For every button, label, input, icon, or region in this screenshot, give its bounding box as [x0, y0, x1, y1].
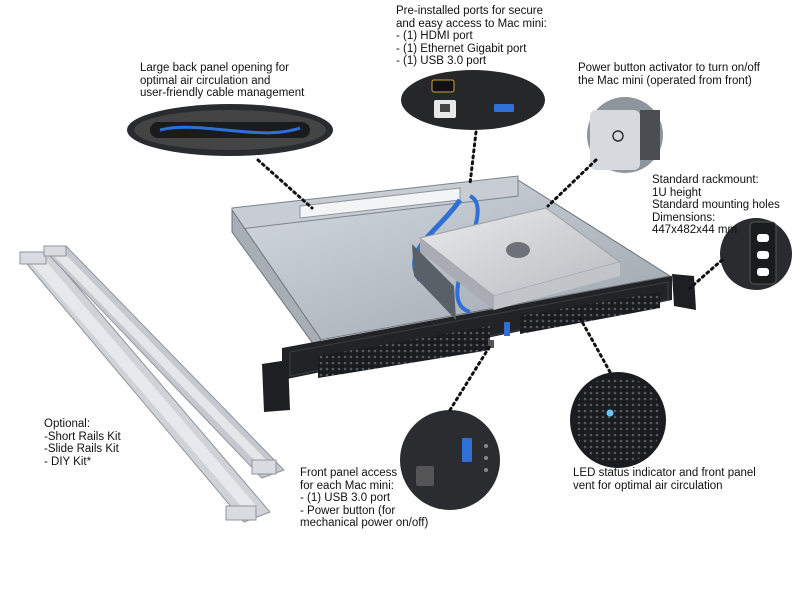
callout-line: LED status indicator and front panel [573, 467, 756, 479]
callout-line: - (1) USB 3.0 port [300, 492, 391, 504]
callout-line: and easy access to Mac mini: [396, 17, 547, 30]
callout-line: -Slide Rails Kit [44, 443, 119, 455]
back-panel-callout: Large back panel opening for optimal air… [140, 62, 304, 100]
callout-line: the Mac mini (operated from front) [578, 74, 752, 87]
callout-line: user-friendly cable management [140, 87, 305, 99]
callout-line: - (1) Ethernet Gigabit port [396, 42, 527, 55]
callout-line: Dimensions: [652, 211, 716, 224]
callout-line: - DIY Kit* [44, 455, 92, 468]
callout-line: - (1) USB 3.0 port [396, 55, 487, 67]
callout-line: Optional: [44, 418, 91, 430]
front-panel-callout: Front panel access for each Mac mini: - … [300, 467, 428, 530]
callout-line: optimal air circulation and [140, 74, 271, 87]
callout-line: Large back panel opening for [140, 62, 289, 74]
leader-lines [256, 130, 724, 412]
power-activator-callout: Power button activator to turn on/off th… [578, 62, 760, 87]
callout-line: for each Mac mini: [300, 479, 394, 492]
callout-line: Pre-installed ports for secure [396, 5, 544, 17]
led-callout: LED status indicator and front panel ven… [573, 467, 756, 492]
callout-line: mechanical power on/off) [300, 517, 429, 529]
callout-line: Standard rackmount: [652, 174, 759, 186]
callout-line: - (1) HDMI port [396, 30, 473, 42]
callout-line: Front panel access [300, 467, 398, 479]
power-activator-zoom [587, 97, 663, 173]
callout-line: vent for optimal air circulation [573, 479, 723, 492]
back-panel-zoom [127, 104, 333, 156]
ports-callout: Pre-installed ports for secure and easy … [396, 5, 547, 68]
callout-line: -Short Rails Kit [44, 430, 121, 443]
optional-callout: Optional: -Short Rails Kit -Slide Rails … [44, 418, 121, 468]
callout-line: - Power button (for [300, 504, 396, 517]
rack-chassis-illustration [231, 175, 696, 412]
callout-line: Power button activator to turn on/off [578, 62, 760, 74]
ports-zoom [401, 70, 545, 130]
callout-line: 447x482x44 mm [652, 224, 738, 236]
rackmount-callout: Standard rackmount: 1U height Standard m… [652, 174, 780, 237]
rail-kit-illustration [19, 245, 285, 523]
front-panel-zoom [400, 410, 500, 510]
callout-line: Standard mounting holes [652, 199, 780, 211]
led-vent-zoom [570, 372, 666, 468]
callout-line: 1U height [652, 186, 702, 199]
rack-ear-zoom [720, 218, 792, 290]
